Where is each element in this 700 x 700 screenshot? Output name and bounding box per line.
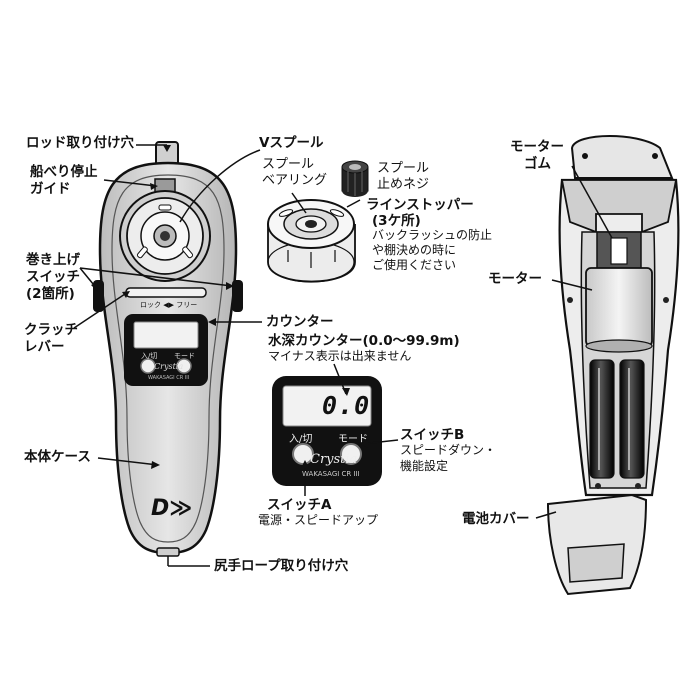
label-line-stopper-1: ラインストッパー: [366, 197, 474, 213]
reel-body: [93, 141, 243, 557]
label-spool-nut-1: スプール: [377, 161, 430, 176]
lcd-readout: 0.0: [322, 391, 371, 420]
label-counter: カウンター: [266, 314, 334, 330]
label-line-stopper-4: や棚決めの時に: [372, 243, 457, 257]
label-switch-a-1: スイッチA: [267, 497, 332, 513]
label-reel-switch-3: (2箇所): [26, 286, 75, 302]
switch-b-caption: モード: [338, 434, 368, 445]
battery-1: [589, 359, 615, 479]
counter-button-b: [176, 358, 192, 374]
right-reel-switch: [232, 280, 243, 312]
label-line-stopper-5: ご使用ください: [372, 258, 457, 272]
label-clutch-2: レバー: [24, 339, 65, 355]
label-spool-nut-2: 止めネジ: [377, 177, 430, 192]
label-switch-b-3: 機能設定: [400, 459, 449, 473]
battery-2: [619, 359, 645, 479]
back-view: [546, 135, 680, 596]
label-line-stopper-2: (3ケ所): [372, 213, 421, 229]
mode-button-label: モード: [174, 352, 195, 360]
counter-detail: [272, 376, 382, 486]
case-bevel: [111, 174, 225, 543]
label-v-spool: Vスプール: [259, 135, 324, 151]
leader-arrowheads: [91, 145, 368, 469]
switch-b-button: [340, 443, 362, 465]
label-rod-hole: ロッド取り付け穴: [26, 135, 134, 151]
label-spool-bearing-2: ベアリング: [262, 173, 328, 188]
label-body-case: 本体ケース: [24, 449, 91, 465]
label-clutch-1: クラッチ: [24, 322, 78, 338]
label-depth-counter-1: 水深カウンター(0.0〜99.9m): [268, 333, 460, 349]
label-spool-bearing-1: スプール: [262, 157, 315, 172]
label-battery-cover: 電池カバー: [462, 511, 530, 527]
label-switch-b-2: スピードダウン・: [400, 443, 497, 457]
label-motor-rubber-2: ゴム: [524, 156, 551, 172]
label-switch-a-2: 電源・スピードアップ: [258, 513, 379, 527]
label-motor-rubber-1: モーター: [510, 139, 564, 155]
lcd-screen: [282, 385, 372, 427]
label-motor: モーター: [488, 271, 542, 287]
counter-button-a: [140, 358, 156, 374]
label-reel-switch-1: 巻き上げ: [26, 252, 80, 268]
label-line-stopper-3: バックラッシュの防止: [372, 228, 493, 242]
label-gunwale-guide-1: 船べり停止: [30, 164, 98, 180]
v-spool-illustration: [267, 160, 369, 283]
lock-free-label: ロック ◀▶ フリー: [140, 301, 198, 309]
brand-large: Crystia: [310, 452, 358, 467]
brand-small: Crystia: [154, 362, 184, 371]
model-small: WAKASAGI CR III: [148, 375, 190, 381]
switch-a-caption: 入/切: [289, 434, 313, 445]
power-button-label: 入/切: [141, 352, 158, 360]
maker-logo: D≫: [151, 496, 193, 521]
label-gunwale-guide-2: ガイド: [30, 181, 71, 197]
spool-nut-shape: [341, 160, 369, 197]
clutch-lever-shape: [125, 287, 207, 298]
label-tail-rope-hole: 尻手ロープ取り付け穴: [214, 558, 349, 574]
label-depth-counter-2: マイナス表示は出来ません: [268, 349, 412, 363]
leader-lines: [73, 144, 613, 567]
model-large: WAKASAGI CR III: [302, 470, 360, 478]
motor-shape: [585, 267, 653, 347]
label-switch-b-1: スイッチB: [400, 427, 465, 443]
tail-rope-hole-shape: [156, 547, 180, 557]
label-reel-switch-2: スイッチ: [26, 269, 80, 285]
